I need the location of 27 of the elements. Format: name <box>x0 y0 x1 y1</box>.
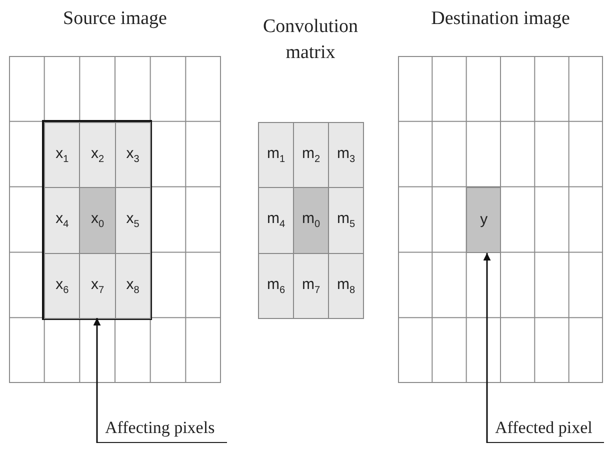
pixel-cell: x$_{7}$ <box>79 252 116 319</box>
pixel-cell: x$_{8}$ <box>114 252 151 319</box>
pixel-cell: x$_{2}$ <box>79 122 116 188</box>
pixel-cell: m$_{7}$ <box>293 252 329 319</box>
pixel-cell: m$_{4}$ <box>258 187 294 254</box>
grid-title: Convolution matrix <box>262 15 359 65</box>
pixel-cell: x$_{4}$ <box>44 187 80 254</box>
leader-arrow <box>483 252 491 443</box>
grid-title: Destination image <box>430 7 571 31</box>
pixel-cell: m$_{1}$ <box>258 122 294 188</box>
pixel-cell: y <box>466 186 502 253</box>
selection-frame <box>44 122 150 318</box>
pixel-cell: m$_{3}$ <box>328 122 364 188</box>
pixel-cell: m$_{5}$ <box>328 187 364 254</box>
callout-label: Affecting pixels <box>97 395 227 443</box>
pixel-cell: m$_{2}$ <box>293 122 329 188</box>
leader-arrow <box>93 318 101 443</box>
pixel-cell: x$_{5}$ <box>114 187 151 254</box>
callout-label: Affected pixel <box>487 395 604 443</box>
pixel-cell: x$_{1}$ <box>44 122 80 188</box>
pixel-cell: x$_{0}$ <box>79 187 116 254</box>
pixel-cell: m$_{0}$ <box>293 187 329 254</box>
pixel-cell: m$_{6}$ <box>258 252 294 319</box>
pixel-cell: x$_{3}$ <box>114 122 151 188</box>
grid-title: Source image <box>62 7 168 31</box>
pixel-cell: x$_{6}$ <box>44 252 80 319</box>
pixel-cell: m$_{8}$ <box>328 252 364 319</box>
